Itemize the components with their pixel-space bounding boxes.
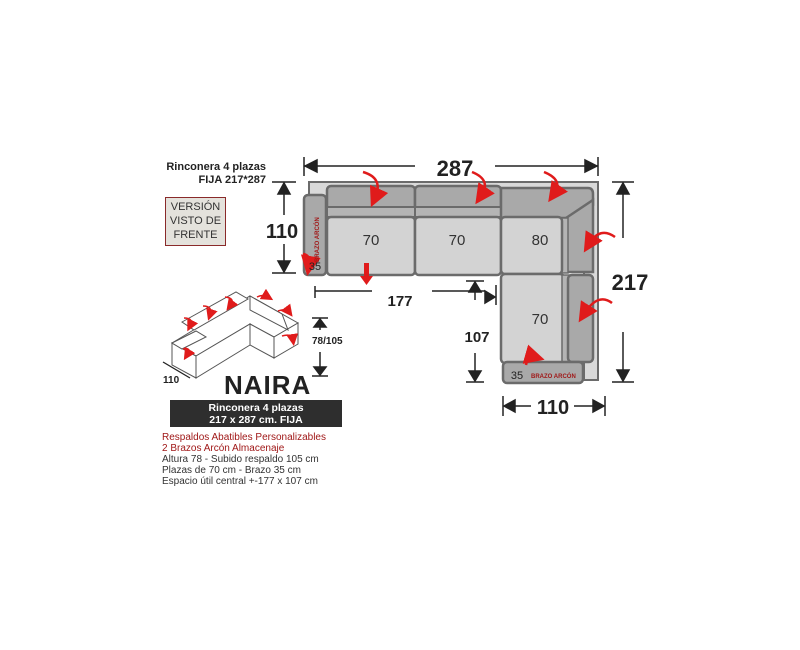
dim-chaise-width: 110 [537,397,569,419]
dim-height: 78/105 [312,336,343,347]
corner-seat-size: 80 [532,232,549,249]
dim-total-width: 287 [437,156,474,181]
isometric-arrow-icons [182,288,299,361]
bottom-arm-size: 35 [511,370,523,382]
recline-arrow-icons [300,170,616,366]
spec-seats: Plazas de 70 cm - Brazo 35 cm [162,465,301,476]
spec-central-space: Espacio útil central +-177 x 107 cm [162,476,318,487]
dim-inner-depth: 107 [464,329,489,346]
feature-reclining-backrests: Respaldos Abatibles Personalizables [162,432,326,443]
version-line-2: VISTO DE [169,215,222,227]
dimension-lines [272,157,634,416]
version-line-3: FRENTE [173,229,218,241]
version-box: VERSIÓN VISTO DE FRENTE [165,197,226,246]
summary-line-1: Rinconera 4 plazas [208,402,304,414]
dim-iso-depth: 110 [163,375,180,386]
version-line-1: VERSIÓN [170,201,221,213]
dim-depth-left: 110 [266,221,298,243]
spec-height: Altura 78 - Subido respaldo 105 cm [162,454,319,465]
chaise-seat-size: 70 [532,311,549,328]
seat-1-size: 70 [363,232,380,249]
feature-storage-arms: 2 Brazos Arcón Almacenaje [162,443,285,454]
diagram-title: Rinconera 4 plazas FIJA 217*287 [140,161,266,187]
dim-total-depth: 217 [612,270,649,295]
sofa-isometric-sketch [170,291,300,379]
iso-depth-line [162,361,191,379]
product-name: NAIRA [224,370,312,400]
left-arm-size: 35 [309,261,321,273]
pull-arrow-icon [360,263,373,285]
product-summary-bar: Rinconera 4 plazas 217 x 287 cm. FIJA [170,400,342,427]
dim-inner-width: 177 [387,293,412,310]
title-line-2: FIJA 217*287 [198,174,266,186]
product-description: Respaldos Abatibles Personalizables 2 Br… [162,432,362,487]
summary-line-2: 217 x 287 cm. FIJA [209,414,303,426]
seat-2-size: 70 [449,232,466,249]
left-arm-label: BRAZO ARCÓN [313,217,321,262]
title-line-1: Rinconera 4 plazas [166,161,266,173]
bottom-arm-label: BRAZO ARCÓN [531,372,576,380]
